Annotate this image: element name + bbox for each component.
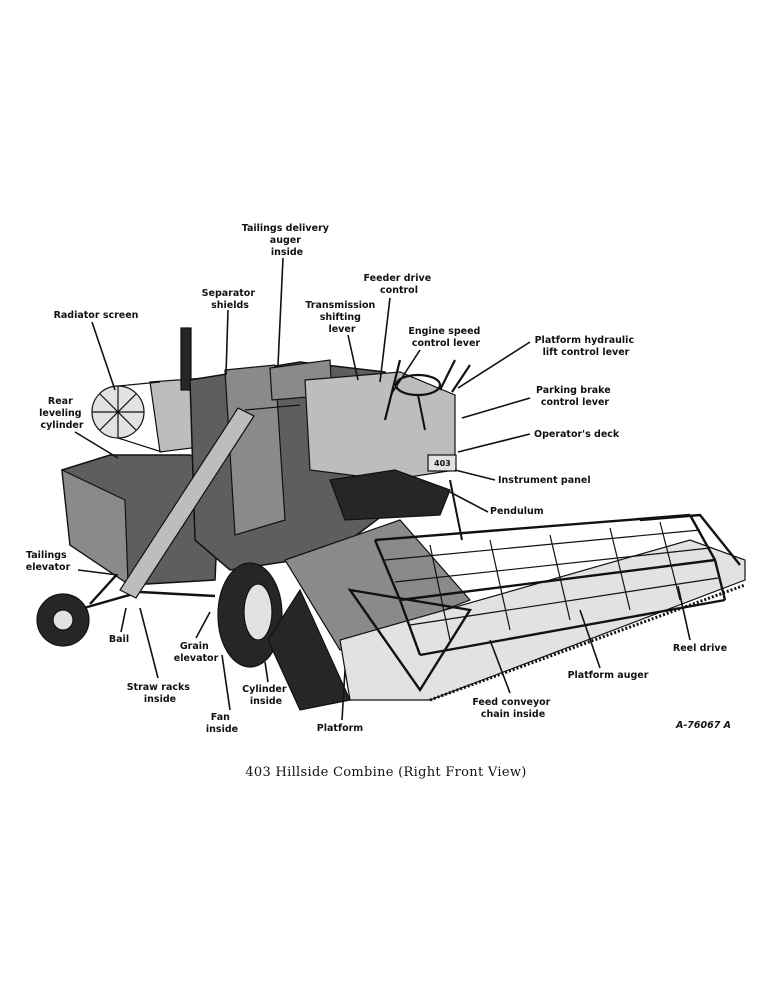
callout-labels: Tailings delivery auger inside Feeder dr… <box>26 223 731 735</box>
label-rear-leveling-cylinder: Rear leveling cylinder <box>39 396 85 431</box>
leader-tailings-elevator <box>77 569 119 576</box>
tailings-elevator-tube <box>119 407 255 599</box>
leader-feed-conveyor <box>489 639 511 694</box>
label-tailings-delivery-auger: Tailings delivery auger inside <box>242 223 333 258</box>
label-feed-conveyor: Feed conveyor chain inside <box>472 697 553 720</box>
leader-instrument-panel <box>454 469 496 481</box>
label-grain-elevator: Grain elevator <box>174 641 219 664</box>
instrument-panel-plate <box>427 454 457 472</box>
label-pendulum: Pendulum <box>490 506 544 517</box>
model-plate-text: 403 <box>434 459 451 468</box>
label-platform-hydraulic-lift: Platform hydraulic lift control lever <box>535 335 638 358</box>
leader-transmission-shifting-lever <box>347 334 359 381</box>
leader-rear-leveling-cylinder <box>74 431 119 459</box>
label-cylinder: Cylinder inside <box>242 684 290 707</box>
label-reel-drive: Reel drive <box>673 643 727 654</box>
leader-tailings-delivery-auger <box>277 257 284 366</box>
leader-separator-shields <box>225 309 229 376</box>
combine-illustration: 403 <box>36 327 746 711</box>
leader-feeder-drive-control <box>379 297 391 383</box>
leader-cylinder <box>264 661 269 683</box>
leader-reel-drive <box>677 585 691 641</box>
leader-pendulum <box>449 491 489 513</box>
label-separator-shields: Separator shields <box>202 288 259 311</box>
platform-frame <box>339 539 746 701</box>
label-radiator-screen: Radiator screen <box>54 310 139 321</box>
leader-lines <box>74 257 691 721</box>
leader-radiator-screen <box>91 321 116 391</box>
leader-fan <box>221 654 231 711</box>
label-transmission-shifting-lever: Transmission shifting lever <box>305 300 378 335</box>
label-instrument-panel: Instrument panel <box>498 475 591 486</box>
label-fan: Fan inside <box>206 712 238 735</box>
label-tailings-elevator: Tailings elevator <box>26 550 71 573</box>
leader-straw-racks <box>139 607 159 679</box>
label-operators-deck: Operator's deck <box>534 429 620 440</box>
exhaust-stack <box>180 327 192 391</box>
label-straw-racks: Straw racks inside <box>127 682 194 705</box>
label-bail: Bail <box>109 634 129 645</box>
leader-engine-speed-control-lever <box>391 349 421 394</box>
leader-platform <box>341 669 346 721</box>
leader-operators-deck <box>457 433 531 453</box>
reference-number: A-76067 A <box>675 720 731 731</box>
label-feeder-drive-control: Feeder drive control <box>364 273 435 296</box>
leader-grain-elevator <box>195 611 211 639</box>
label-platform-auger: Platform auger <box>568 670 649 681</box>
leader-platform-auger <box>579 609 601 669</box>
leader-platform-hydraulic-lift <box>457 341 531 389</box>
label-parking-brake: Parking brake control lever <box>536 385 614 408</box>
figure-caption: 403 Hillside Combine (Right Front View) <box>245 765 526 780</box>
leader-bail <box>120 607 127 633</box>
label-engine-speed-control-lever: Engine speed control lever <box>408 326 483 349</box>
leader-parking-brake <box>461 397 531 419</box>
label-platform: Platform <box>317 723 364 734</box>
